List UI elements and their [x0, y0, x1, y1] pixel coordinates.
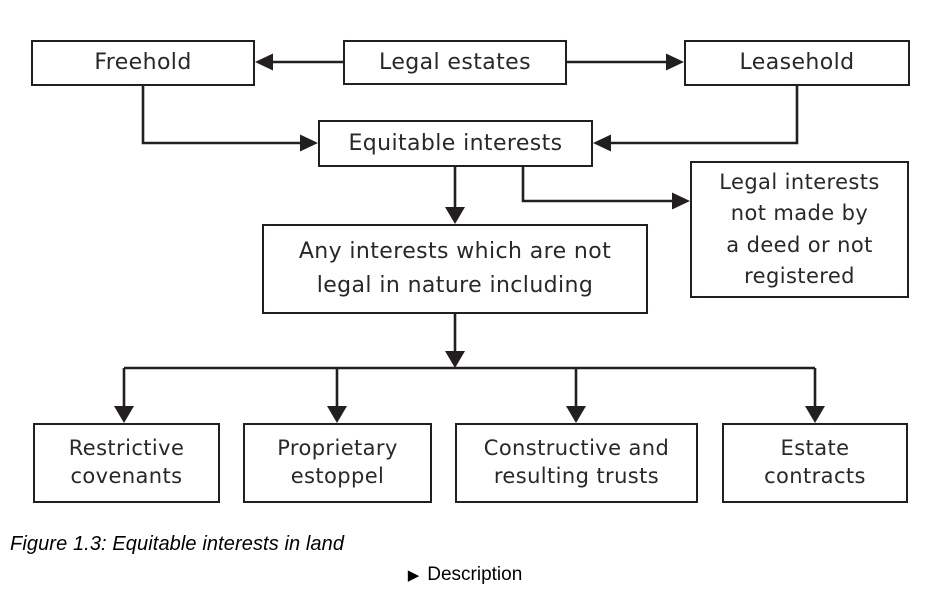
- arrow-leasehold-to-equitable-interests: [593, 86, 799, 152]
- node-equitable-interests-label: Equitable interests: [348, 130, 563, 156]
- node-any-interests-label: Any interests which are not legal in nat…: [298, 238, 612, 298]
- disclosure-triangle-icon: ▶: [407, 566, 420, 584]
- node-restrictive-covenants-label: Restrictive covenants: [68, 436, 185, 488]
- node-equitable-interests: Equitable interests: [318, 120, 593, 167]
- arrow-freehold-to-equitable-interests: [141, 86, 318, 152]
- arrow-branch-to-constructive-trusts: [566, 368, 586, 423]
- node-constructive-resulting-trusts: Constructive and resulting trusts: [455, 423, 698, 503]
- node-constructive-resulting-trusts-label: Constructive and resulting trusts: [483, 436, 670, 488]
- node-legal-interests-note: Legal interests not made by a deed or no…: [690, 161, 909, 298]
- arrow-equitable-to-any-interests: [445, 167, 465, 224]
- node-freehold-label: Freehold: [94, 50, 192, 76]
- description-toggle-label: Description: [427, 564, 523, 585]
- arrow-any-interests-to-branch: [445, 314, 465, 368]
- node-proprietary-estoppel: Proprietary estoppel: [243, 423, 432, 503]
- node-estate-contracts-label: Estate contracts: [764, 436, 866, 488]
- arrow-legal-estates-to-freehold: [255, 53, 343, 71]
- node-freehold: Freehold: [31, 40, 255, 86]
- node-restrictive-covenants: Restrictive covenants: [33, 423, 220, 503]
- node-leasehold-label: Leasehold: [739, 50, 855, 76]
- arrow-equitable-to-legal-interests-note: [521, 167, 690, 210]
- arrow-branch-to-proprietary-estoppel: [327, 368, 347, 423]
- node-estate-contracts: Estate contracts: [722, 423, 908, 503]
- arrow-branch-to-restrictive-covenants: [114, 368, 134, 423]
- node-legal-estates: Legal estates: [343, 40, 567, 85]
- node-proprietary-estoppel-label: Proprietary estoppel: [277, 436, 398, 488]
- arrow-legal-estates-to-leasehold: [567, 53, 684, 71]
- node-any-interests: Any interests which are not legal in nat…: [262, 224, 648, 314]
- node-leasehold: Leasehold: [684, 40, 910, 86]
- description-toggle[interactable]: ▶ Description: [0, 564, 930, 586]
- arrow-branch-to-estate-contracts: [805, 368, 825, 423]
- node-legal-estates-label: Legal estates: [379, 49, 531, 75]
- figure-caption: Figure 1.3: Equitable interests in land: [10, 533, 345, 555]
- node-legal-interests-note-label: Legal interests not made by a deed or no…: [719, 170, 880, 288]
